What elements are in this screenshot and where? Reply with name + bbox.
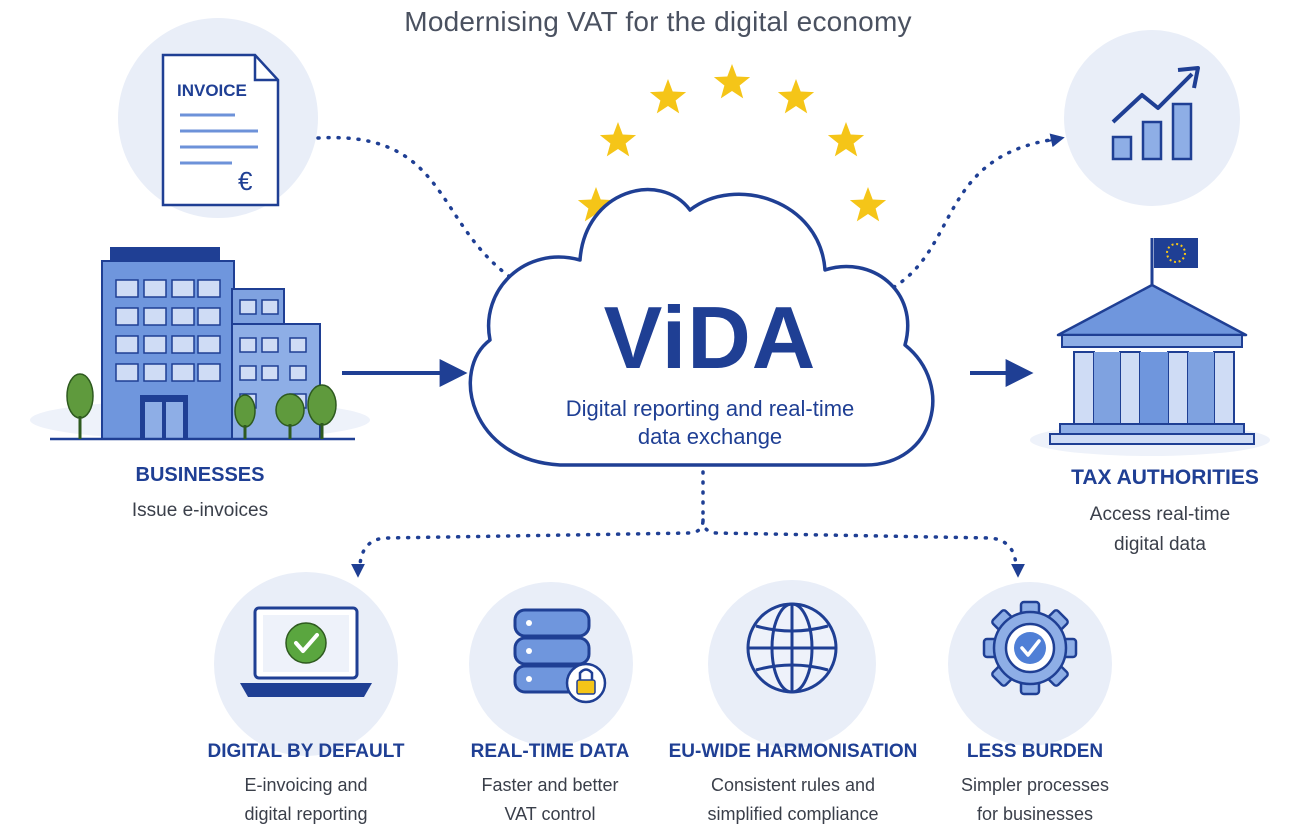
globe-icon: [746, 602, 838, 694]
right-benefits-connector: [701, 518, 1018, 567]
laptop-check-icon: [240, 606, 372, 697]
benefit-title-realtime: REAL-TIME DATA: [470, 741, 630, 762]
tree-icon: [66, 373, 337, 439]
gear-check-icon: [982, 600, 1078, 696]
eu-flag-icon: [1154, 238, 1198, 268]
benefit-desc-realtime-line2: VAT control: [504, 804, 596, 824]
businesses-description: Issue e-invoices: [131, 500, 269, 521]
vida-logo: ViDA: [603, 288, 817, 387]
businesses-title: BUSINESSES: [135, 464, 265, 486]
star-icon: [827, 122, 865, 157]
growth-chart-icon: [1111, 66, 1200, 161]
database-lock-icon: [513, 608, 607, 704]
star-icon: [649, 79, 687, 114]
invoice-connector: [316, 135, 537, 294]
page-title: Modernising VAT for the digital economy: [404, 6, 912, 37]
vida-cloud-icon: [468, 187, 935, 467]
left-benefits-connector: [358, 470, 705, 567]
benefit-desc-harmonisation-line2: simplified compliance: [707, 804, 879, 824]
authorities-description-line1: Access real-time: [1089, 504, 1231, 525]
benefit-title-burden: LESS BURDEN: [966, 741, 1104, 762]
government-building-icon: [1049, 238, 1255, 445]
star-icon: [713, 64, 751, 99]
euro-sign: €: [238, 166, 253, 196]
vida-subtitle-line1: Digital reporting and real-time: [565, 396, 855, 421]
benefit-desc-digital-line2: digital reporting: [244, 804, 368, 824]
benefit-desc-harmonisation: Consistent rules and simplified complian…: [652, 771, 934, 829]
benefit-desc-digital: E-invoicing and digital reporting: [176, 771, 436, 829]
benefit-desc-realtime-line1: Faster and better: [481, 775, 619, 795]
authorities-description-line2: digital data: [1114, 534, 1206, 555]
eu-stars: [577, 64, 887, 222]
growth-connector-arrow: [1047, 133, 1065, 148]
star-icon: [777, 79, 815, 114]
vida-subtitle-line2: data exchange: [637, 424, 783, 449]
authorities-title: TAX AUTHORITIES: [1071, 466, 1259, 489]
benefit-desc-harmonisation-line1: Consistent rules and: [710, 775, 876, 795]
star-icon: [577, 187, 615, 222]
benefit-desc-burden: Simpler processes for businesses: [920, 771, 1150, 829]
benefit-desc-digital-line1: E-invoicing and: [244, 775, 368, 795]
benefit-desc-burden-line1: Simpler processes: [960, 775, 1110, 795]
growth-bg-circle: [1064, 30, 1240, 206]
invoice-label: INVOICE: [177, 81, 247, 100]
invoice-icon: [161, 53, 280, 207]
star-icon: [599, 122, 637, 157]
benefit-desc-burden-line2: for businesses: [976, 804, 1094, 824]
star-icon: [849, 187, 887, 222]
benefit-title-harmonisation: EU-WIDE HARMONISATION: [668, 741, 918, 762]
vida-subtitle: Digital reporting and real-time data exc…: [500, 395, 920, 451]
growth-connector: [883, 138, 1052, 294]
benefit-desc-realtime: Faster and better VAT control: [430, 771, 670, 829]
authorities-description: Access real-time digital data: [1030, 500, 1290, 560]
benefit-title-digital: DIGITAL BY DEFAULT: [207, 741, 405, 762]
